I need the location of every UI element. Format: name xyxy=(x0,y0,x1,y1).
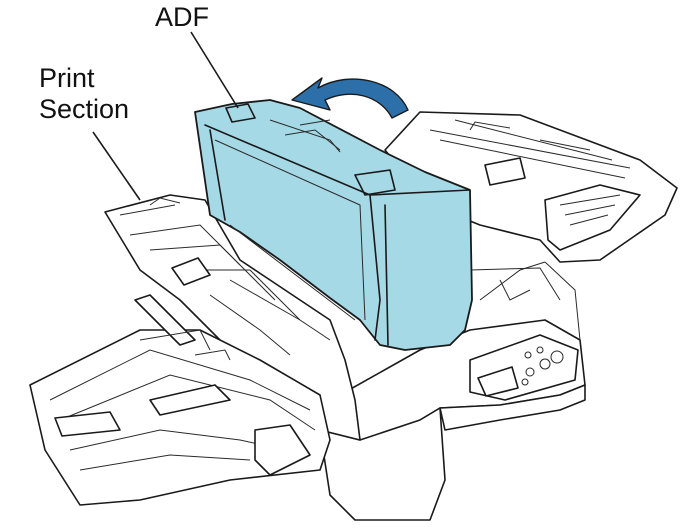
adf-label: ADF xyxy=(155,2,209,32)
print-section xyxy=(104,194,361,441)
paper-chute xyxy=(29,294,331,506)
scanner-body-rear xyxy=(384,111,678,263)
print-section-label-line1: Print xyxy=(39,63,95,93)
print-section-label: Print Section xyxy=(39,63,129,125)
scanner-body-main xyxy=(319,261,586,521)
print-section-leader-line xyxy=(92,131,141,201)
print-section-label-line2: Section xyxy=(39,94,130,124)
rotation-arrow-icon xyxy=(291,77,409,119)
adf-unit xyxy=(194,99,473,351)
adf-leader-line xyxy=(190,31,239,109)
